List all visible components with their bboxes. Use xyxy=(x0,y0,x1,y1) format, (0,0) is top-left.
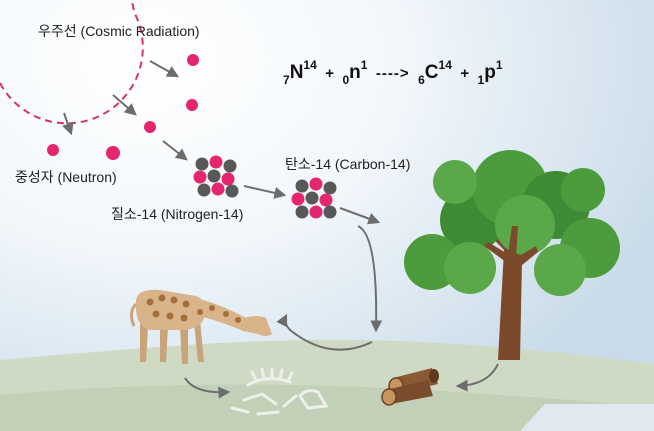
equation-plus: + xyxy=(460,65,469,82)
carbon-14-label: 탄소-14 (Carbon-14) xyxy=(285,154,410,174)
neutron-particle xyxy=(187,54,199,66)
equation-nitrogen-mass-number: 14 xyxy=(303,58,316,72)
neutron-particle xyxy=(106,146,120,160)
equation-nitrogen-symbol: N xyxy=(290,62,304,83)
neutron-particle xyxy=(186,99,198,111)
cosmic-radiation-label: 우주선 (Cosmic Radiation) xyxy=(38,21,200,41)
equation-neutron-symbol: n xyxy=(349,62,361,83)
equation-plus: + xyxy=(325,65,334,82)
equation-carbon-symbol: C xyxy=(425,62,439,83)
nuclear-reaction-equation: 7N14 + 0n1 ----> 6C14 + 1p1 xyxy=(283,58,563,100)
nitrogen-nucleus xyxy=(194,156,239,198)
carbon-nucleus xyxy=(292,178,337,219)
equation-proton-mass: 1 xyxy=(496,58,503,72)
equation-arrow: ----> xyxy=(376,65,410,82)
neutron-label: 중성자 (Neutron) xyxy=(15,167,117,187)
equation-carbon-atomic-number: 6 xyxy=(418,73,425,87)
nitrogen-14-label: 질소-14 (Nitrogen-14) xyxy=(111,204,243,224)
equation-nitrogen-atomic-number: 7 xyxy=(283,73,290,87)
equation-neutron-mass: 1 xyxy=(361,58,368,72)
neutron-particle xyxy=(47,144,59,156)
neutron-particle xyxy=(144,121,156,133)
equation-proton-symbol: p xyxy=(484,62,496,83)
equation-carbon-mass-number: 14 xyxy=(439,58,452,72)
